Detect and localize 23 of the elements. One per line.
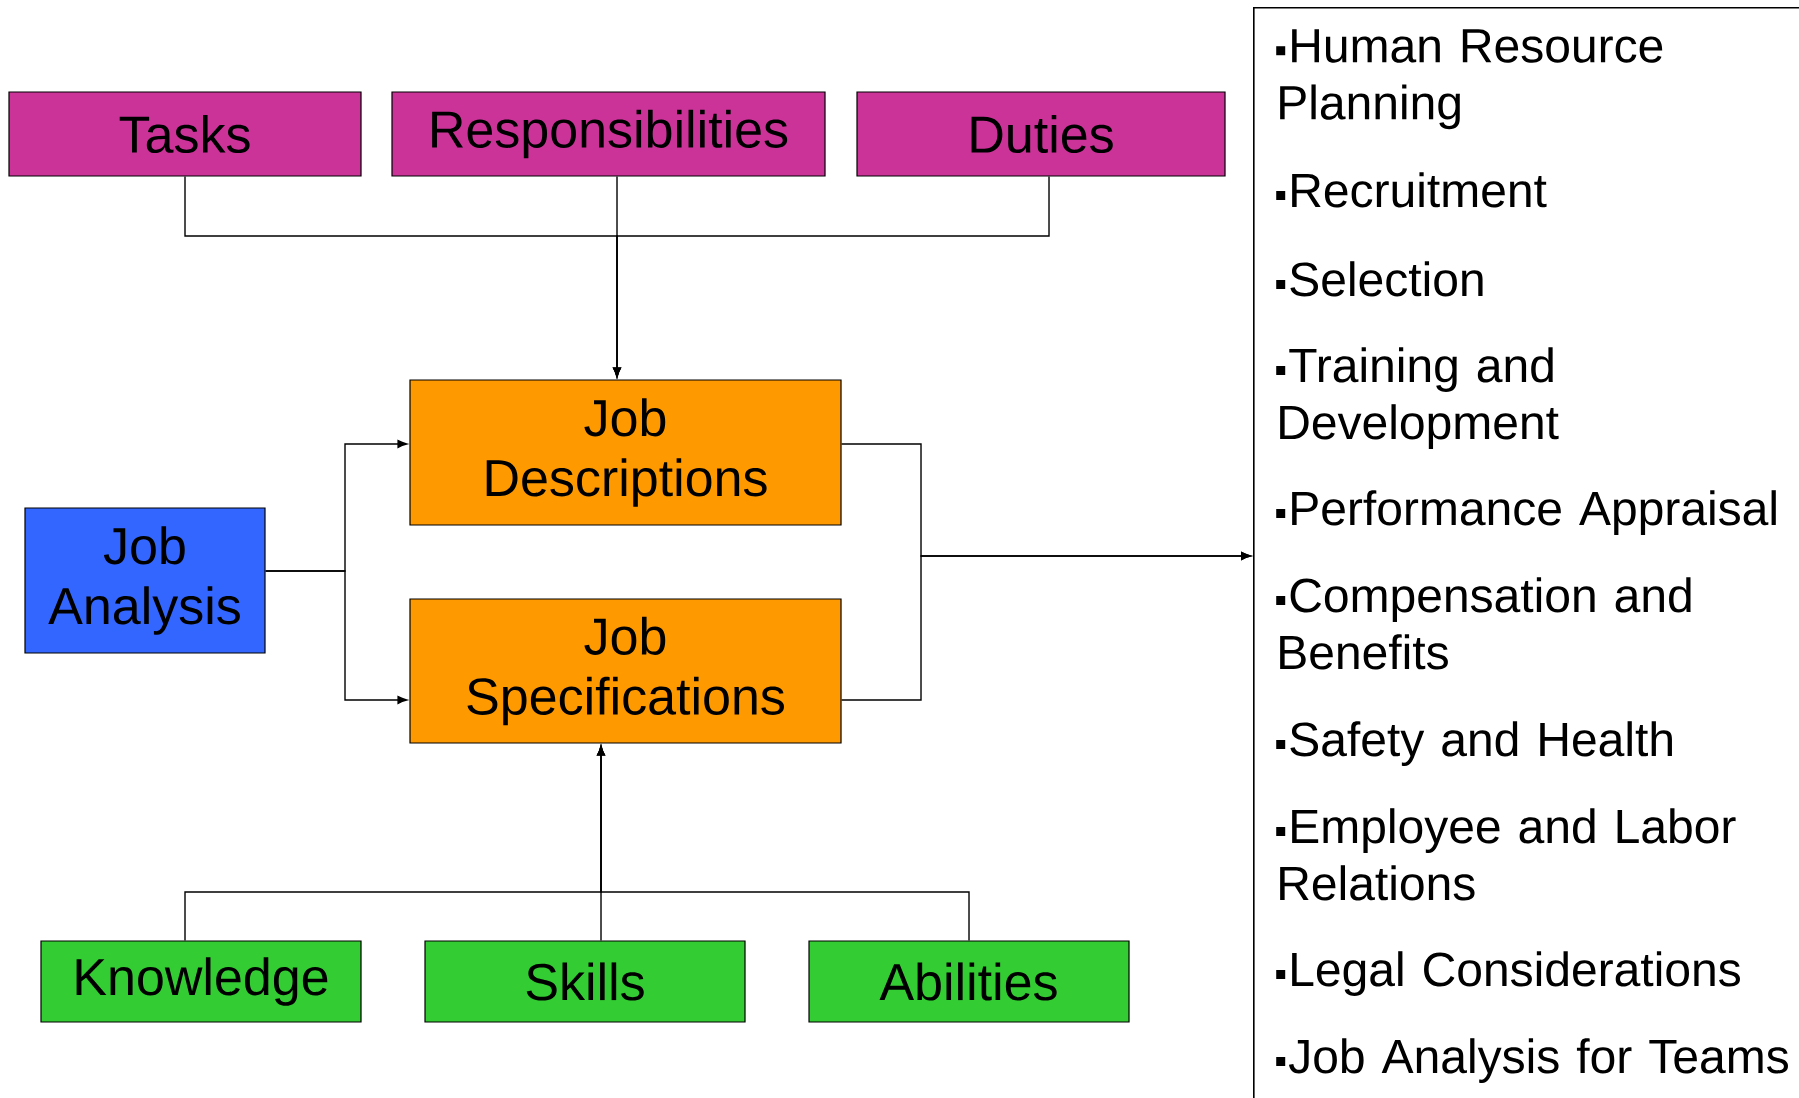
list-item: Training and Development — [1276, 347, 1559, 449]
ksa-box: Abilities — [808, 940, 1130, 1023]
ksa-box: Skills — [424, 940, 746, 1023]
list-item: Recruitment — [1276, 172, 1547, 208]
arrow — [613, 175, 1050, 378]
output-box: Job Specifications — [409, 598, 842, 744]
list-item: Employee and Labor Relations — [1276, 808, 1736, 901]
analysis-box: Job Analysis — [24, 507, 266, 654]
task-box: Tasks — [8, 91, 362, 177]
output-box: Job Descriptions — [409, 379, 842, 526]
list-item: Human Resource Planning — [1276, 29, 1663, 130]
arrow — [840, 552, 1251, 701]
list-item: Selection — [1276, 261, 1483, 297]
list-item: Compensation and Benefits — [1276, 577, 1691, 670]
task-box: Responsibilities — [391, 91, 826, 177]
ksa-box: Knowledge — [40, 940, 362, 1023]
list-item: Safety and Health — [1276, 721, 1672, 766]
arrow — [597, 745, 970, 942]
list-item: Legal Considerations — [1276, 951, 1740, 996]
arrow — [264, 570, 408, 704]
list-item: Job Analysis for Teams — [1276, 1038, 1788, 1083]
list-item: Performance Appraisal — [1276, 490, 1776, 535]
task-box: Duties — [856, 91, 1226, 177]
